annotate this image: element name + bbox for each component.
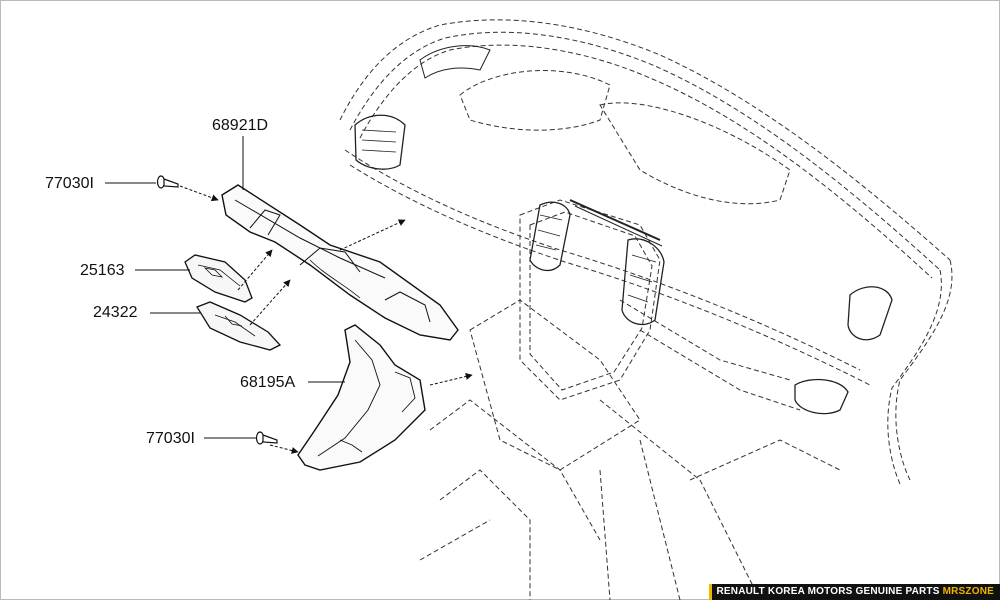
label-24322: 24322	[93, 304, 138, 321]
footer-accent-bar	[708, 584, 712, 600]
label-25163: 25163	[80, 262, 125, 279]
footer-watermark: RENAULT KOREA MOTORS GENUINE PARTS MRSZO…	[708, 584, 1000, 600]
footer-brand: MRSZONE	[942, 586, 994, 597]
top-vent-slots	[419, 45, 663, 247]
part-24322-shape	[196, 301, 282, 351]
label-68921D: 68921D	[212, 117, 269, 134]
part-68195A-shape	[297, 324, 426, 471]
screw-bottom-icon	[255, 431, 278, 445]
instrument-panel-assembly	[339, 19, 953, 600]
vent-center-right	[621, 238, 665, 326]
label-77030I-bottom: 77030I	[146, 430, 195, 447]
label-68195A: 68195A	[240, 374, 296, 391]
part-68921D-shape	[221, 184, 459, 341]
leader-lines	[105, 136, 345, 439]
vent-left	[354, 114, 406, 170]
footer-text: RENAULT KOREA MOTORS GENUINE PARTS	[716, 586, 943, 597]
screw-top-icon	[156, 175, 179, 189]
vent-right	[794, 286, 893, 415]
label-77030I-top: 77030I	[45, 175, 94, 192]
assembly-arrows	[179, 185, 473, 454]
part-25163-shape	[184, 254, 253, 303]
vent-center-left	[529, 201, 571, 272]
